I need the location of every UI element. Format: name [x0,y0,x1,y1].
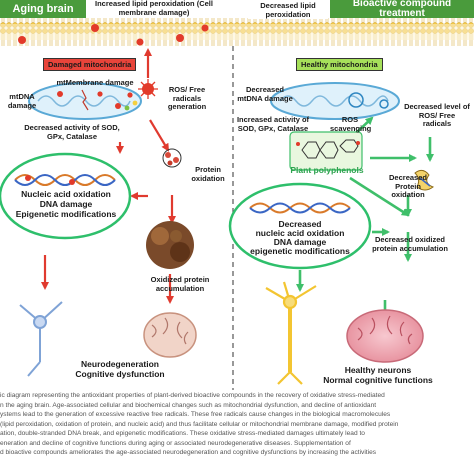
healthy-neurons-label: Healthy neurons [344,365,412,375]
decreased-enzymes-label: Decreased activity of SOD, GPx, Catalase [24,123,120,141]
normal-cognitive-label: Normal cognitive functions [323,375,433,385]
decreased-oxidized-protein-label: Decreased oxidized protein accumulation [372,235,448,253]
caption-line: n the aging brain. Age-associated cellul… [0,401,377,409]
oxidized-protein-aggregate-icon [146,221,194,269]
healthy-mitochondria-shape [270,82,400,120]
increased-enzymes-label: Increased activity of SOD, GPx, Catalase [236,115,310,133]
header-bioactive-treatment: Bioactive compound treatment [330,0,474,19]
caption-line: ation, double-stranded DNA break, and ep… [0,430,365,437]
ros-generation-label: ROS/ Free radicals generation [167,85,207,111]
mtdna-damage-label: mtDNA damage [7,92,37,110]
nucleic-acid-oxidation-right-label: nucleic acid oxidation [255,228,345,238]
decreased-nucleic-label: Decreased [278,219,322,229]
dna-damage-label: DNA damage [39,199,93,209]
mitochondria-free-radicals [57,91,138,111]
degenerating-neuron-icon [19,301,63,377]
caption-line: eneration and decline of cognitive funct… [0,439,351,447]
membrane-free-radicals [18,24,209,46]
healthy-mitochondria-label: Healthy mitochondria [296,58,383,71]
caption-line: (lipid peroxidation, oxidation of protei… [0,420,399,428]
membrane-label-right: Decreased lipid peroxidation [248,1,328,19]
reduced-dna-damage-ellipse [228,182,372,270]
decreased-ros-label: Decreased level of ROS/ Free radicals [404,102,470,128]
polyphenol-molecule-icon [289,131,363,171]
oxidized-protein-label: Oxidized protein accumulation [150,275,210,293]
protein-oxidation-icon [162,148,182,168]
membrane-label-left: Increased lipid peroxidation (Cell membr… [94,0,214,17]
plant-polyphenols-label: Plant polyphenols [290,165,364,175]
caption-line: ystems lead to the generation of excessi… [0,411,391,418]
ros-scavenging-label: ROS scavenging [330,115,372,133]
epigenetic-modifications-right-label: epigenetic modifications [250,246,350,256]
damaged-mitochondria-label: Damaged mitochondria [43,58,137,71]
mtmembrane-damage-label: mtMembrane damage [56,78,134,87]
figure-caption: ic diagram representing the antioxidant … [0,391,474,474]
atrophied-brain-icon [143,312,197,358]
caption-line: ic diagram representing the antioxidant … [0,392,385,399]
decreased-protein-oxidation-label: Decreased Protein oxidation [389,173,427,199]
protein-oxidation-label: Protein oxidation [191,165,225,183]
caption-line: d bioactive compounds ameliorates the ag… [0,449,377,456]
healthy-neuron-icon [265,281,317,385]
cognitive-dysfunction-label: Cognitive dysfunction [75,369,165,379]
decreased-mtdna-label: Decreased mtDNA damage [237,85,293,103]
dna-damage-ellipse [0,152,132,240]
nucleic-acid-oxidation-label: Nucleic acid oxidation [21,189,111,199]
header-aging-brain: Aging brain [0,0,86,18]
healthy-brain-icon [346,309,424,363]
ros-burst-icon [138,79,158,99]
epigenetic-modifications-label: Epigenetic modifications [15,209,117,219]
dna-damage-right-label: DNA damage [273,237,327,247]
damaged-mitochondria-shape [28,82,142,120]
neurodegeneration-label: Neurodegeneration [81,359,159,369]
diagram-canvas [0,18,474,390]
healthy-protein-icon [414,169,435,191]
